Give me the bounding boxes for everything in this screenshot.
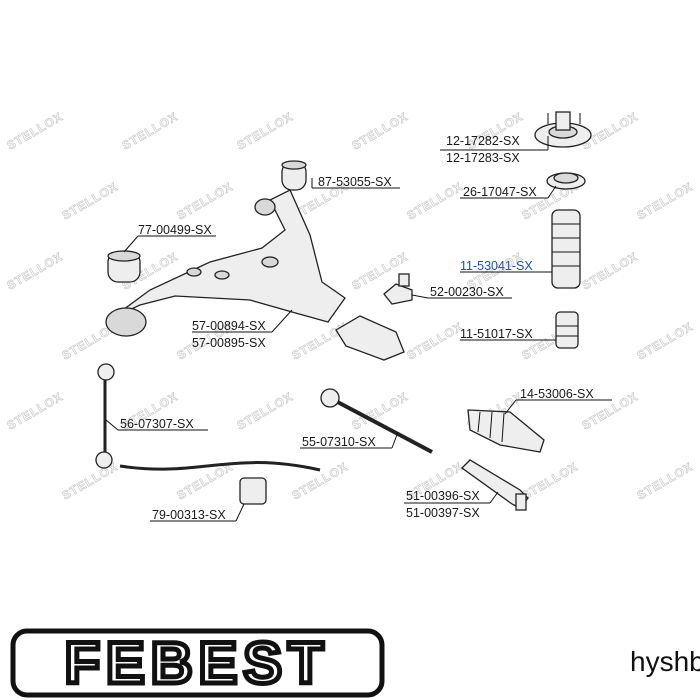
watermark-text: STELLOX xyxy=(635,179,696,222)
tie-rod-drawing xyxy=(320,388,433,454)
part-number-label: 87-53055-SX xyxy=(318,175,392,189)
febest-logo: FEBEST xyxy=(10,628,385,698)
watermark-text: STELLOX xyxy=(60,459,121,502)
stabilizer-link-drawing xyxy=(95,363,115,469)
part-number-label: 12-17282-SX xyxy=(446,134,520,148)
part-number-label: 14-53006-SX xyxy=(520,387,594,401)
febest-logo-text: FEBEST xyxy=(65,631,330,696)
watermark-text: STELLOX xyxy=(635,459,696,502)
watermark-text: STELLOX xyxy=(580,249,641,292)
stabilizer-bushing-drawing xyxy=(239,477,267,505)
watermark-text: STELLOX xyxy=(350,109,411,152)
ball-joint-drawing xyxy=(335,273,413,361)
strut-mount-drawing xyxy=(534,111,592,148)
part-number-label: 51-00397-SX xyxy=(406,506,480,520)
bushing-drawing xyxy=(281,160,307,191)
steering-boot-drawing xyxy=(467,409,545,453)
watermark-text: STELLOX xyxy=(235,389,296,432)
dust-boot-drawing xyxy=(551,209,581,289)
stabilizer-bar-drawing xyxy=(119,461,321,472)
part-number-label: 12-17283-SX xyxy=(446,151,520,165)
part-number-label: 55-07310-SX xyxy=(302,435,376,449)
watermark-text: STELLOX xyxy=(120,109,181,152)
watermark-text: STELLOX xyxy=(5,249,66,292)
part-number-label: 79-00313-SX xyxy=(152,508,226,522)
arm-bushing-drawing xyxy=(107,250,141,283)
leader-lines xyxy=(105,136,612,522)
watermark-text: STELLOX xyxy=(290,319,351,362)
watermark-text: STELLOX xyxy=(5,389,66,432)
watermark-text: STELLOX xyxy=(520,459,581,502)
part-number-label: 51-00396-SX xyxy=(406,489,480,503)
part-number-label: 26-17047-SX xyxy=(463,185,537,199)
watermark-text: STELLOX xyxy=(405,319,466,362)
watermark-text: STELLOX xyxy=(405,179,466,222)
part-number-label-highlighted[interactable]: 11-53041-SX xyxy=(460,259,533,273)
caption-text: hyshbg xyxy=(630,646,700,677)
part-number-label: 11-51017-SX xyxy=(460,327,533,341)
watermark-text: STELLOX xyxy=(635,319,696,362)
part-number-label: 57-00895-SX xyxy=(192,336,266,350)
part-labels: 12-17282-SX 12-17283-SX 87-53055-SX 26-1… xyxy=(120,134,594,522)
watermark-text: STELLOX xyxy=(5,109,66,152)
bearing-drawing xyxy=(546,172,586,190)
part-number-label: 56-07307-SX xyxy=(120,417,194,431)
watermark-text: STELLOX xyxy=(175,179,236,222)
part-number-label: 57-00894-SX xyxy=(192,319,266,333)
control-arm-drawing xyxy=(105,189,346,337)
bump-stop-drawing xyxy=(555,311,579,349)
watermark-text: STELLOX xyxy=(235,109,296,152)
tie-rod-end-drawing xyxy=(460,459,529,511)
part-number-label: 77-00499-SX xyxy=(138,223,212,237)
watermark-text: STELLOX xyxy=(60,179,121,222)
part-number-label: 52-00230-SX xyxy=(430,285,504,299)
